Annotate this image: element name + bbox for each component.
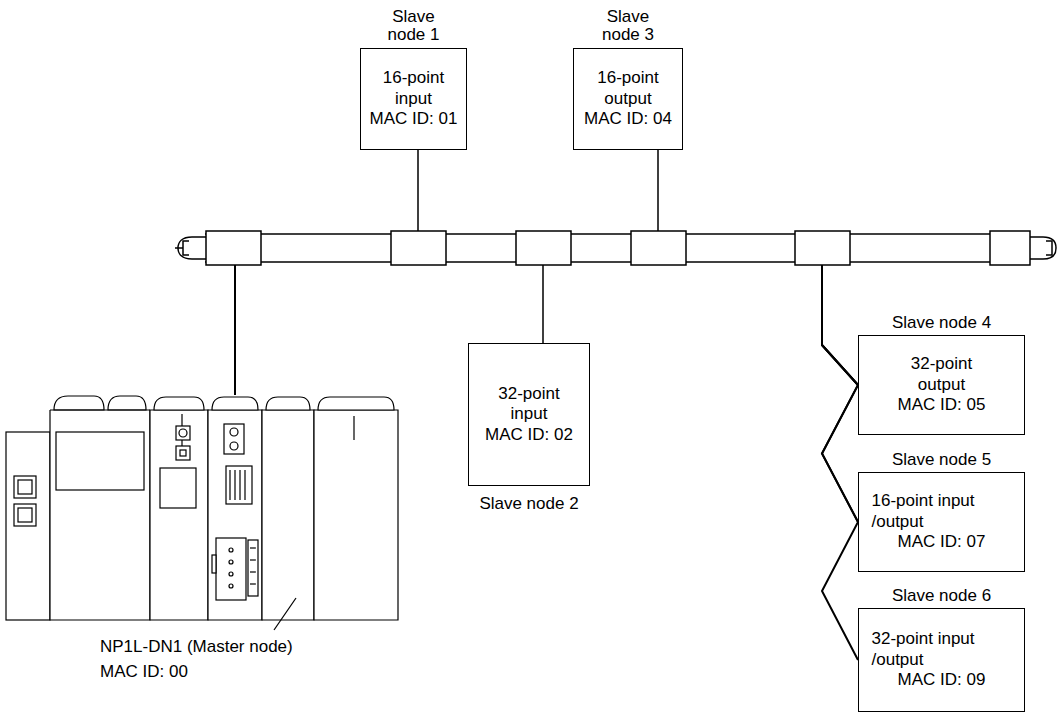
node-heading: Slave node 4 [892, 314, 991, 333]
io-type: 16-point input [368, 68, 460, 109]
mac-id: MAC ID: 09 [865, 670, 1018, 690]
slave-node-box: Slave node 316-point outputMAC ID: 04 [573, 48, 683, 150]
io-type: 32-point output [892, 354, 992, 395]
mac-id: MAC ID: 00 [100, 660, 293, 685]
node-heading: Slave node 5 [892, 451, 991, 470]
node-heading: Slave node 2 [479, 495, 578, 514]
master-node: NP1L-DN1 (Master node)MAC ID: 00 [5, 395, 400, 620]
node-heading: Slave node 1 [378, 8, 450, 45]
master-label: NP1L-DN1 (Master node)MAC ID: 00 [100, 635, 293, 684]
terminator [175, 237, 207, 259]
leader-line [274, 598, 296, 630]
tap-box [206, 231, 1030, 265]
terminator [1028, 237, 1056, 259]
mac-id: MAC ID: 02 [475, 425, 583, 445]
trunk-cable [205, 234, 1030, 262]
module-name: NP1L-DN1 (Master node) [100, 635, 293, 660]
slave-node-box: Slave node 116-point inputMAC ID: 01 [360, 48, 467, 150]
slave-node-box: Slave node 516-point input /outputMAC ID… [858, 472, 1025, 572]
mac-id: MAC ID: 05 [882, 395, 1002, 415]
slave-node-box: Slave node 232-point inputMAC ID: 02 [468, 343, 590, 486]
node-heading: Slave node 3 [592, 8, 664, 45]
network-cable [235, 248, 858, 660]
slave-node-box: Slave node 632-point input /outputMAC ID… [858, 608, 1025, 712]
network-cable [235, 150, 658, 395]
node-heading: Slave node 6 [892, 587, 991, 606]
mac-id: MAC ID: 01 [367, 109, 460, 129]
plc-illustration [6, 396, 398, 620]
mac-id: MAC ID: 04 [580, 109, 676, 129]
io-type: 16-point output [580, 68, 676, 109]
slave-node-box: Slave node 432-point outputMAC ID: 05 [858, 335, 1025, 435]
io-type: 16-point input /output [872, 491, 1012, 532]
io-type: 32-point input /output [872, 629, 1012, 670]
mac-id: MAC ID: 07 [865, 532, 1018, 552]
network-cable [235, 150, 418, 395]
io-type: 32-point input [482, 384, 576, 425]
